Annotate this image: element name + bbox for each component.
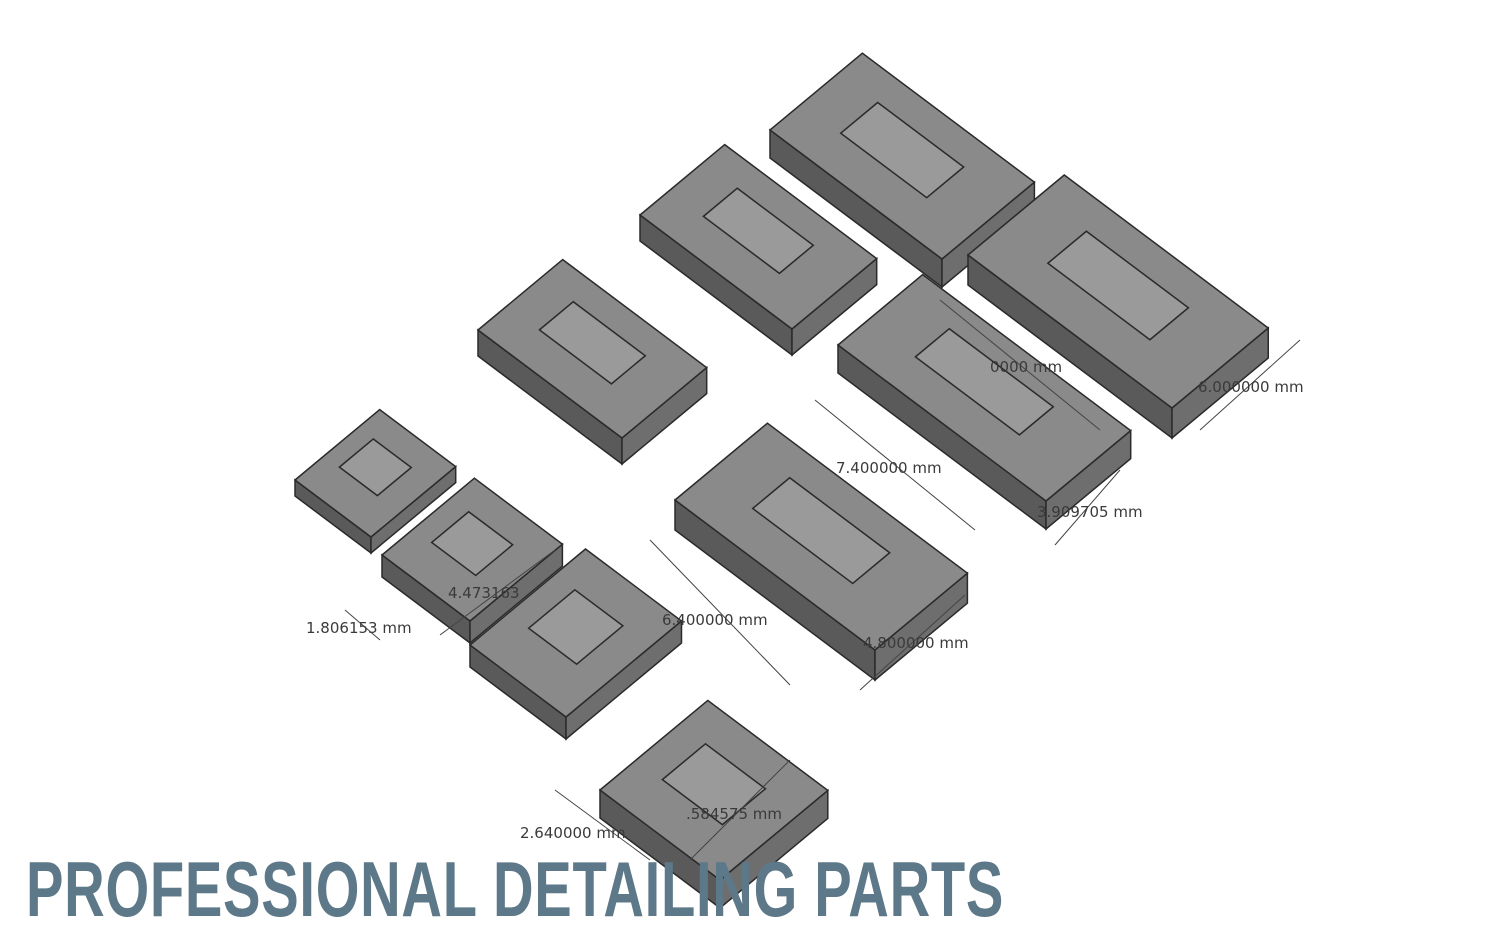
part-raised-detail bbox=[430, 510, 514, 577]
dimension-label: 3.909705 mm bbox=[1037, 503, 1143, 521]
part-raised-detail bbox=[527, 588, 625, 666]
part-raised-detail bbox=[702, 187, 815, 275]
dimension-line bbox=[1199, 339, 1301, 431]
part-raised-detail bbox=[839, 101, 965, 199]
part-raised-detail bbox=[338, 438, 413, 497]
dimension-line bbox=[859, 594, 966, 691]
dimension-label: 7.400000 mm bbox=[836, 459, 942, 477]
dimension-line bbox=[554, 789, 651, 861]
dimension-label: 2.640000 mm bbox=[520, 824, 626, 842]
dimension-label: 6.400000 mm bbox=[662, 611, 768, 629]
part-raised-detail bbox=[1046, 230, 1190, 341]
dimension-line bbox=[689, 759, 791, 861]
dimension-label: 4.473163 bbox=[448, 584, 520, 602]
dimension-label: 1.806153 mm bbox=[306, 619, 412, 637]
dimension-line bbox=[814, 399, 976, 531]
part-raised-detail bbox=[538, 300, 647, 385]
dimension-label: 4.800000 mm bbox=[863, 634, 969, 652]
part-raised-detail bbox=[751, 476, 891, 585]
dimension-line bbox=[439, 549, 556, 636]
dimension-line bbox=[649, 539, 791, 686]
dimension-label: .584575 mm bbox=[686, 805, 783, 823]
dimension-label: 6.000000 mm bbox=[1198, 378, 1304, 396]
banner-title: PROFESSIONAL DETAILING PARTS bbox=[26, 845, 1005, 931]
dimension-line bbox=[344, 609, 381, 641]
part-raised-detail bbox=[661, 742, 767, 826]
dimension-line bbox=[939, 299, 1101, 431]
dimension-label: 0000 mm bbox=[990, 358, 1063, 376]
dimension-line bbox=[1054, 469, 1121, 546]
part-raised-detail bbox=[914, 327, 1055, 436]
